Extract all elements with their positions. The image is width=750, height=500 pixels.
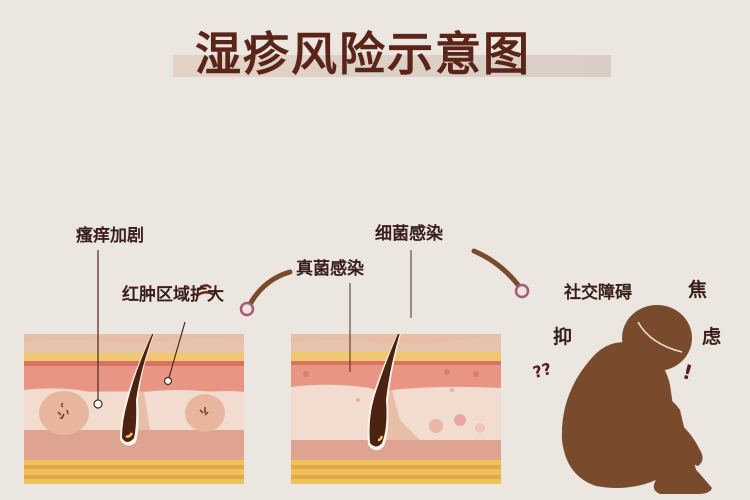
redness-pointer <box>167 321 186 382</box>
label-bacterial-infection: 细菌感染 <box>375 224 443 244</box>
label-anxiety-2: 虑 <box>702 326 722 348</box>
connector-1 <box>245 269 293 311</box>
eczema-skin-cross-section <box>24 334 244 484</box>
label-redness-text: 红肿区域扩大 <box>122 285 224 305</box>
sad-figure-silhouette <box>561 305 712 494</box>
label-anxiety-1: 焦 <box>688 279 708 301</box>
label-redness: 红肿区域扩大 <box>122 285 224 305</box>
connector-2 <box>471 248 522 289</box>
label-fungal-infection: 真菌感染 <box>296 259 364 279</box>
page-title: 湿疹风险示意图 <box>195 27 531 81</box>
title-highlight-band <box>173 55 611 77</box>
label-itching: 瘙痒加剧 <box>76 226 144 246</box>
infection-skin-cross-section <box>291 334 501 484</box>
label-social-barrier: 社交障碍 <box>564 283 632 303</box>
label-depression: 抑 <box>553 326 573 348</box>
